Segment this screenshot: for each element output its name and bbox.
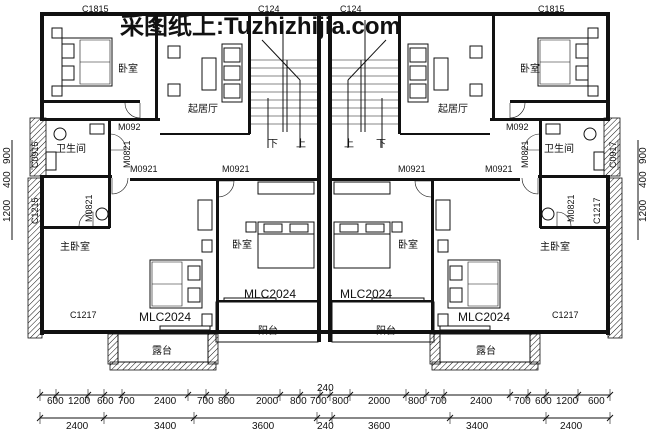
room-living-right: 起居厅 bbox=[438, 103, 468, 115]
dim-bottom-2: 3600 bbox=[252, 421, 275, 432]
code-m0926-right: M092 bbox=[506, 122, 529, 132]
code-m0921-c: M0921 bbox=[398, 164, 426, 174]
code-c0917: C0917 bbox=[608, 141, 618, 168]
code-m0926-left: M092 bbox=[118, 122, 141, 132]
dim-left-1: 900 bbox=[2, 147, 13, 164]
dimension-row-top: 600 1200 600 700 2400 700 800 2000 800 7… bbox=[47, 396, 605, 407]
dim-bottom-1: 3400 bbox=[154, 421, 177, 432]
dim-top-3: 700 bbox=[118, 396, 135, 407]
stair-right-up: 上 bbox=[344, 138, 354, 150]
room-living-left: 起居厅 bbox=[188, 103, 218, 115]
dim-bottom-3: 240 bbox=[317, 421, 334, 432]
dim-top-16: 600 bbox=[535, 396, 552, 407]
outer-walls bbox=[40, 12, 610, 342]
dim-top-0: 600 bbox=[47, 396, 64, 407]
code-m0921-a: M0921 bbox=[130, 164, 158, 174]
dim-top-15: 700 bbox=[514, 396, 531, 407]
dim-top-17: 1200 bbox=[556, 396, 579, 407]
dimension-lines bbox=[11, 140, 639, 419]
code-c1217-vertical: C1217 bbox=[592, 197, 602, 224]
dim-top-14: 2400 bbox=[470, 396, 493, 407]
dim-left-0: 400 bbox=[2, 171, 13, 188]
code-mlc2024-c: MLC2024 bbox=[340, 287, 392, 301]
stairs-left bbox=[251, 20, 317, 148]
stair-left-up: 上 bbox=[296, 138, 306, 150]
room-bedroom-center-right: 卧室 bbox=[398, 238, 418, 251]
dim-top-4: 2400 bbox=[154, 396, 177, 407]
room-labels: 卧室 卧室 起居厅 起居厅 卫生间 卫生间 主卧室 主卧室 卧室 卧室 阳台 阳… bbox=[56, 62, 574, 357]
dim-top-9: 700 bbox=[310, 396, 327, 407]
dim-top-6: 800 bbox=[218, 396, 235, 407]
room-master-left: 主卧室 bbox=[60, 240, 90, 253]
code-c1215: C1215 bbox=[30, 197, 40, 224]
code-c124-right: C124 bbox=[340, 4, 362, 14]
dimension-ticks bbox=[36, 389, 614, 424]
code-m0821-a: M0821 bbox=[122, 140, 132, 168]
room-terrace-left: 露台 bbox=[152, 344, 172, 357]
dim-top-13: 700 bbox=[430, 396, 447, 407]
room-bathroom-left: 卫生间 bbox=[56, 142, 86, 155]
stair-left-down: 下 bbox=[268, 139, 278, 150]
code-mlc2024-b: MLC2024 bbox=[244, 287, 296, 301]
code-m0821-b: M0821 bbox=[84, 194, 94, 222]
code-c1217-right: C1217 bbox=[552, 310, 579, 320]
opening-codes: C1815 C1815 C124 C124 M092 M092 M0921 M0… bbox=[30, 4, 618, 324]
dim-bottom-0: 2400 bbox=[66, 421, 89, 432]
code-c1815-right: C1815 bbox=[538, 4, 565, 14]
code-m0921-d: M0921 bbox=[485, 164, 513, 174]
dim-right-2: 1200 bbox=[638, 199, 649, 222]
room-master-right: 主卧室 bbox=[540, 240, 570, 253]
dim-top-11: 2000 bbox=[368, 396, 391, 407]
stair-right-down: 下 bbox=[376, 139, 386, 150]
code-m0821-c: M0821 bbox=[520, 140, 530, 168]
room-bedroom-center-left: 卧室 bbox=[232, 238, 252, 251]
dim-top-8: 800 bbox=[290, 396, 307, 407]
room-balcony-left: 阳台 bbox=[258, 324, 278, 337]
room-bedroom-top-left: 卧室 bbox=[118, 62, 138, 75]
terraces bbox=[117, 301, 531, 363]
dim-bottom-5: 3400 bbox=[466, 421, 489, 432]
dim-top-10: 800 bbox=[332, 396, 349, 407]
code-c1217-left: C1217 bbox=[70, 310, 97, 320]
dim-right-1: 900 bbox=[638, 147, 649, 164]
code-c124-left: C124 bbox=[258, 4, 280, 14]
room-terrace-right: 露台 bbox=[476, 344, 496, 357]
room-bedroom-top-right: 卧室 bbox=[520, 62, 540, 75]
dim-top-7: 2000 bbox=[256, 396, 279, 407]
code-m0921-b: M0921 bbox=[222, 164, 250, 174]
code-c1815-left: C1815 bbox=[82, 4, 109, 14]
dim-top-18: 600 bbox=[588, 396, 605, 407]
windows bbox=[31, 12, 619, 334]
code-m0821-d: M0821 bbox=[566, 194, 576, 222]
code-mlc2024-d: MLC2024 bbox=[458, 310, 510, 324]
dim-bottom-4: 3600 bbox=[368, 421, 391, 432]
dimension-left-vertical: 400 900 1200 bbox=[2, 147, 13, 222]
dim-right-0: 400 bbox=[638, 171, 649, 188]
dim-top-12: 800 bbox=[408, 396, 425, 407]
dim-bottom-6: 2400 bbox=[560, 421, 583, 432]
dim-left-2: 1200 bbox=[2, 199, 13, 222]
dimension-right-vertical: 400 900 1200 bbox=[638, 147, 649, 222]
dim-top-2: 600 bbox=[97, 396, 114, 407]
wall-piers bbox=[27, 117, 623, 371]
dim-top-1: 1200 bbox=[68, 396, 91, 407]
door-swings bbox=[78, 102, 572, 227]
code-c0915: C0915 bbox=[30, 141, 40, 168]
watermark-text: 采图纸上:Tuzhizhijia.com bbox=[120, 12, 401, 40]
stairs-right bbox=[332, 20, 398, 148]
dimension-row-bottom: 2400 3400 3600 240 3600 3400 2400 bbox=[66, 421, 583, 432]
dim-center: 240 bbox=[317, 383, 334, 394]
interior-walls bbox=[40, 16, 610, 330]
furniture bbox=[45, 27, 605, 327]
code-mlc2024-a: MLC2024 bbox=[139, 310, 191, 324]
dim-top-5: 700 bbox=[197, 396, 214, 407]
room-bathroom-right: 卫生间 bbox=[544, 142, 574, 155]
room-balcony-right: 阳台 bbox=[376, 324, 396, 337]
